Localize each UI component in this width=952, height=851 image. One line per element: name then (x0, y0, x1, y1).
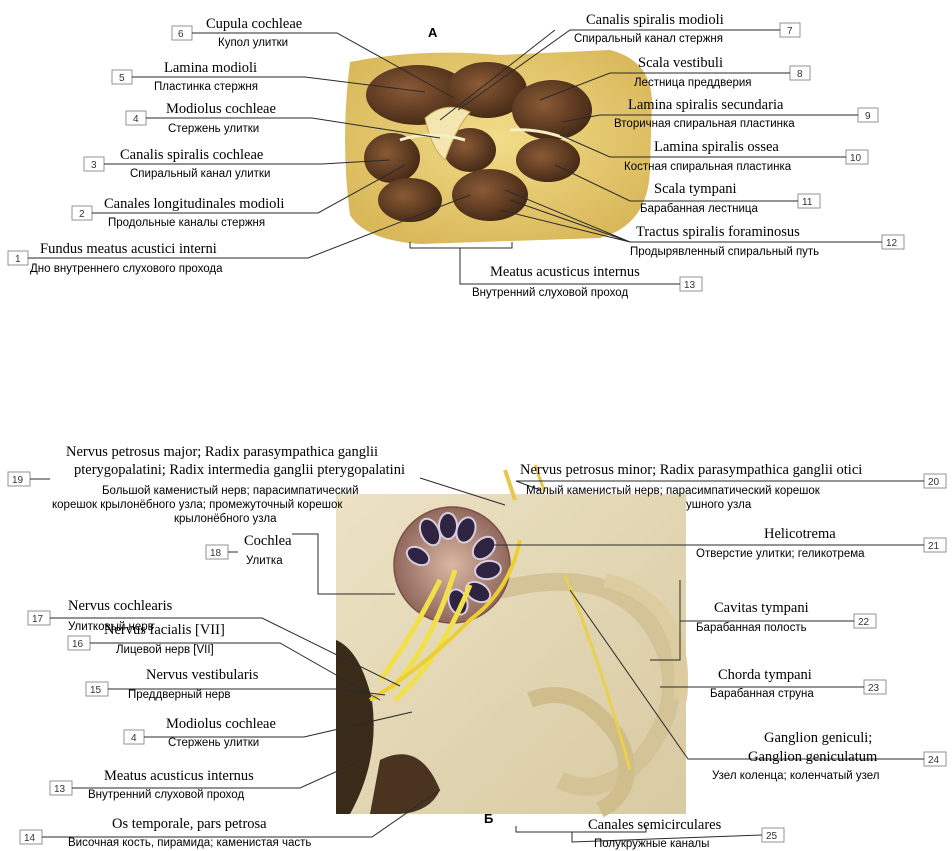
svg-text:Modiolus cochleae: Modiolus cochleae (166, 716, 276, 732)
svg-text:Полукружные каналы: Полукружные каналы (594, 838, 709, 850)
svg-text:Ganglion geniculi;: Ganglion geniculi; (764, 730, 872, 746)
panel-a-illustration (345, 50, 652, 248)
svg-text:10: 10 (850, 153, 862, 164)
svg-text:Nervus cochlearis: Nervus cochlearis (68, 598, 173, 614)
svg-text:11: 11 (802, 197, 813, 208)
svg-text:Lamina spiralis secundaria: Lamina spiralis secundaria (628, 97, 784, 113)
svg-text:Meatus acusticus internus: Meatus acusticus internus (104, 768, 254, 784)
svg-text:5: 5 (119, 73, 125, 84)
svg-text:Дно внутреннего слухового прох: Дно внутреннего слухового прохода (30, 263, 223, 275)
svg-text:Барабанная струна: Барабанная струна (710, 688, 814, 700)
svg-text:24: 24 (928, 755, 940, 766)
svg-text:Продырявленный спиральный путь: Продырявленный спиральный путь (630, 246, 819, 258)
svg-text:Cupula cochleae: Cupula cochleae (206, 16, 302, 32)
svg-text:Lamina spiralis ossea: Lamina spiralis ossea (654, 139, 779, 155)
svg-text:Узел коленца; коленчатый узел: Узел коленца; коленчатый узел (712, 770, 880, 782)
panel-b-illustration (336, 465, 686, 832)
svg-text:Барабанная полость: Барабанная полость (696, 622, 807, 634)
svg-text:9: 9 (865, 111, 871, 122)
svg-text:3: 3 (91, 160, 97, 171)
svg-text:Спиральный канал улитки: Спиральный канал улитки (130, 168, 270, 180)
svg-text:7: 7 (787, 26, 793, 37)
svg-text:корешок крылонёбного узла; про: корешок крылонёбного узла; промежуточный… (52, 499, 343, 511)
svg-text:Купол улитки: Купол улитки (218, 37, 288, 49)
svg-text:Cavitas tympani: Cavitas tympani (714, 600, 809, 616)
svg-text:Костная спиральная пластинка: Костная спиральная пластинка (624, 161, 792, 173)
svg-text:Вторичная спиральная пластинка: Вторичная спиральная пластинка (614, 118, 795, 130)
svg-text:6: 6 (178, 29, 184, 40)
label-13b: 13 Meatus acusticus internus Внутренний … (50, 760, 362, 801)
svg-text:Височная кость, пирамида; каме: Височная кость, пирамида; каменистая час… (68, 837, 311, 849)
svg-text:Nervus petrosus minor; Radix p: Nervus petrosus minor; Radix parasympath… (520, 462, 862, 478)
svg-text:pterygopalatini; Radix interme: pterygopalatini; Radix intermedia gangli… (74, 462, 405, 478)
svg-text:Nervus petrosus major; Radix p: Nervus petrosus major; Radix parasympath… (66, 444, 378, 460)
svg-text:Scala tympani: Scala tympani (654, 181, 737, 197)
label-23: 23 Chorda tympani Барабанная струна (660, 667, 886, 700)
svg-text:Стержень улитки: Стержень улитки (168, 737, 259, 749)
svg-text:Продольные каналы стержня: Продольные каналы стержня (108, 217, 265, 229)
svg-text:Стержень улитки: Стержень улитки (168, 123, 259, 135)
svg-text:Спиральный канал стержня: Спиральный канал стержня (574, 33, 723, 45)
svg-text:17: 17 (32, 614, 44, 625)
svg-text:Nervus facialis [VII]: Nervus facialis [VII] (104, 622, 225, 638)
svg-text:13: 13 (684, 280, 696, 291)
svg-text:13: 13 (54, 784, 66, 795)
svg-text:Внутренний слуховой проход: Внутренний слуховой проход (88, 789, 244, 801)
svg-text:Преддверный нерв: Преддверный нерв (128, 689, 230, 701)
svg-text:Canales semicirculares: Canales semicirculares (588, 817, 722, 833)
svg-text:Лестница преддверия: Лестница преддверия (634, 77, 752, 89)
svg-text:18: 18 (210, 548, 222, 559)
svg-text:Canales longitudinales modioli: Canales longitudinales modioli (104, 196, 284, 212)
svg-text:Барабанная лестница: Барабанная лестница (640, 203, 758, 215)
svg-text:Fundus meatus acustici interni: Fundus meatus acustici interni (40, 241, 217, 257)
svg-text:Modiolus cochleae: Modiolus cochleae (166, 101, 276, 117)
svg-text:25: 25 (766, 831, 778, 842)
svg-text:Canalis spiralis modioli: Canalis spiralis modioli (586, 12, 724, 28)
svg-text:Scala vestibuli: Scala vestibuli (638, 55, 723, 71)
svg-text:Лицевой нерв [VII]: Лицевой нерв [VII] (116, 644, 214, 656)
svg-text:4: 4 (133, 114, 139, 125)
svg-text:Lamina modioli: Lamina modioli (164, 60, 257, 76)
svg-text:19: 19 (12, 475, 24, 486)
svg-text:4: 4 (131, 733, 137, 744)
svg-text:Meatus acusticus internus: Meatus acusticus internus (490, 264, 640, 280)
svg-text:15: 15 (90, 685, 102, 696)
panel-b-letter: Б (484, 811, 493, 826)
svg-text:Nervus vestibularis: Nervus vestibularis (146, 667, 259, 683)
svg-text:16: 16 (72, 639, 84, 650)
svg-text:крылонёбного узла: крылонёбного узла (174, 513, 277, 525)
svg-text:8: 8 (797, 69, 803, 80)
svg-text:Отверстие улитки; геликотрема: Отверстие улитки; геликотрема (696, 548, 865, 560)
svg-text:Canalis spiralis cochleae: Canalis spiralis cochleae (120, 147, 263, 163)
svg-text:1: 1 (15, 254, 21, 265)
svg-text:Ganglion geniculatum: Ganglion geniculatum (748, 749, 878, 765)
label-3: 3 Canalis spiralis cochleae Спиральный к… (84, 147, 390, 180)
svg-text:21: 21 (928, 541, 940, 552)
svg-text:22: 22 (858, 617, 870, 628)
svg-text:Cochlea: Cochlea (244, 533, 292, 549)
panel-a-letter: А (428, 25, 438, 40)
label-25: 25 Canales semicirculares Полукружные ка… (572, 817, 784, 850)
svg-text:Tractus spiralis foraminosus: Tractus spiralis foraminosus (636, 224, 800, 240)
svg-text:14: 14 (24, 833, 36, 844)
svg-text:Os temporale, pars petrosa: Os temporale, pars petrosa (112, 816, 267, 832)
svg-text:ушного узла: ушного узла (686, 499, 752, 511)
svg-text:2: 2 (79, 209, 85, 220)
svg-text:Пластинка стержня: Пластинка стержня (154, 81, 258, 93)
svg-text:Внутренний слуховой проход: Внутренний слуховой проход (472, 287, 628, 299)
svg-text:Chorda tympani: Chorda tympani (718, 667, 812, 683)
svg-text:Малый каменистый нерв; парасим: Малый каменистый нерв; парасимпатический… (526, 485, 821, 497)
svg-text:12: 12 (886, 238, 898, 249)
svg-text:20: 20 (928, 477, 940, 488)
svg-text:Helicotrema: Helicotrema (764, 526, 836, 542)
svg-text:23: 23 (868, 683, 880, 694)
svg-text:Большой каменистый нерв; парас: Большой каменистый нерв; парасимпатическ… (102, 485, 359, 497)
svg-text:Улитка: Улитка (246, 555, 283, 567)
